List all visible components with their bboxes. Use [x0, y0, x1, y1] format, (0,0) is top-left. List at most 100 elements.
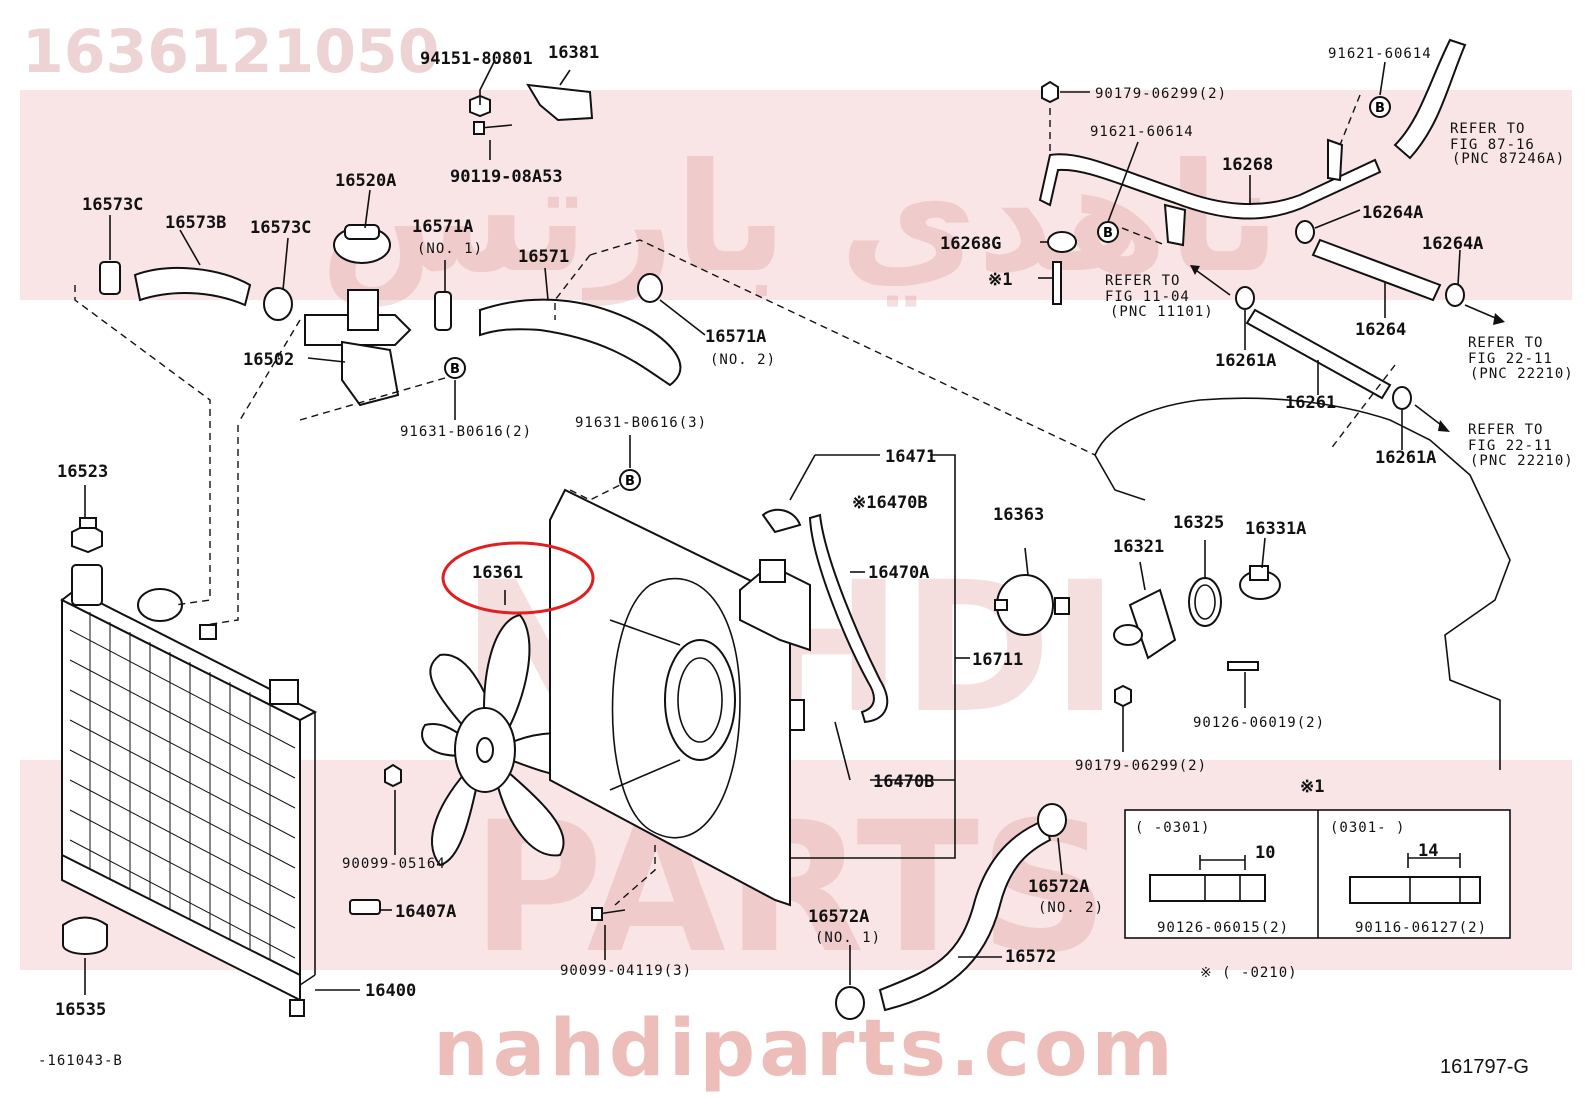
- inset-left-dim: 10: [1255, 843, 1275, 863]
- bolt-90099-04119: [591, 907, 626, 921]
- label-16268: 16268: [1222, 155, 1273, 175]
- label-16361: 16361: [472, 563, 523, 583]
- label-16502: 16502: [243, 350, 294, 370]
- label-16573C-a: 16573C: [82, 195, 143, 215]
- bracket-91621: [1163, 138, 1344, 247]
- refer-2-line3: (PNC 11101): [1110, 304, 1214, 320]
- engine-outline: [1094, 397, 1511, 770]
- inset-right-range: (0301- ): [1330, 820, 1405, 836]
- label-16381: 16381: [548, 43, 599, 63]
- bolt-90119: [473, 121, 513, 135]
- inset-left-range: ( -0301): [1135, 820, 1210, 836]
- label-16321: 16321: [1113, 537, 1164, 557]
- pipe-16268: [1038, 153, 1382, 220]
- label-16264A-b: 16264A: [1422, 234, 1483, 254]
- gasket-16325: [1188, 577, 1222, 627]
- refer-3-line1: REFER TO: [1468, 335, 1543, 351]
- hose-16264: [1311, 238, 1442, 302]
- refer-notes: REFER TO FIG 87-16 (PNC 87246A) REFER TO…: [1105, 121, 1574, 469]
- svg-text:B: B: [450, 362, 460, 377]
- stud-90116-06127: [1349, 853, 1481, 904]
- label-16470B-a: ※16470B: [852, 493, 928, 513]
- hose-16573B: [133, 267, 252, 307]
- label-16571A-2-no: (NO. 2): [710, 352, 776, 368]
- label-91621-60614-b: 91621-60614: [1090, 124, 1194, 140]
- label-94151-80801: 94151-80801: [420, 49, 533, 69]
- svg-text:B: B: [625, 474, 635, 489]
- label-16571A-1-no: (NO. 1): [417, 241, 483, 257]
- refer-4-line3: (PNC 22210): [1470, 453, 1574, 469]
- inlet-16321: [1113, 588, 1177, 660]
- label-16571A-2: 16571A: [705, 327, 766, 347]
- radiator-cap-16523: [71, 517, 103, 554]
- label-16261A-a: 16261A: [1215, 351, 1276, 371]
- label-90099-04119: 90099-04119(3): [560, 963, 692, 979]
- plug-16535: [62, 916, 108, 955]
- hose-16571: [479, 298, 682, 387]
- inset-footnote: ※ ( -0210): [1200, 965, 1298, 981]
- label-16268G: 16268G: [940, 234, 1001, 254]
- clamp-16261A-a: [1235, 286, 1255, 310]
- clamp-16264A-b: [1445, 283, 1465, 307]
- label-16572A-2: 16572A: [1028, 877, 1089, 897]
- drain-cock-16407A: [349, 899, 381, 915]
- refer-4-line2: FIG 22-11: [1468, 438, 1553, 454]
- nut-90179-b: [1114, 684, 1132, 708]
- stud-90126-06015: [1149, 855, 1266, 902]
- stud-90126-06019: [1227, 661, 1259, 671]
- callout-labels: 94151-80801 16381 90119-08A53 16573C 165…: [55, 43, 1483, 1020]
- nut-90099-05164: [384, 763, 402, 788]
- clamp-16571A-1: [434, 291, 452, 331]
- svg-text:B: B: [1103, 226, 1113, 241]
- hose-16572: [878, 818, 1052, 1012]
- label-16572A-1: 16572A: [808, 907, 869, 927]
- refer-1-line2: FIG 87-16: [1450, 137, 1535, 153]
- label-16470A: 16470A: [868, 563, 929, 583]
- nut-90179-a: [1041, 80, 1059, 104]
- cap-16520A: [333, 224, 391, 264]
- shroud-16711: [549, 488, 811, 907]
- b-markers: B B B B: [444, 96, 1391, 491]
- refer-4-line1: REFER TO: [1468, 422, 1543, 438]
- label-16470B-b: 16470B: [873, 772, 934, 792]
- label-16407A: 16407A: [395, 902, 456, 922]
- label-90126-06019: 90126-06019(2): [1193, 715, 1325, 731]
- label-16572A-1-no: (NO. 1): [815, 930, 881, 946]
- figure-code: 161797-G: [1440, 1056, 1529, 1078]
- label-16520A: 16520A: [335, 171, 396, 191]
- clamp-16264A-a: [1295, 220, 1315, 244]
- hose-ref-87-16: [1393, 38, 1467, 160]
- cap-16471: [761, 508, 802, 534]
- label-16264: 16264: [1355, 320, 1406, 340]
- clamp-16573C-a: [99, 261, 121, 295]
- inset-right-dim: 14: [1418, 841, 1438, 861]
- refer-3-line2: FIG 22-11: [1468, 351, 1553, 367]
- label-star1: ※1: [988, 270, 1012, 290]
- label-16573B: 16573B: [165, 213, 226, 233]
- refer-2-line1: REFER TO: [1105, 273, 1180, 289]
- label-16573C-b: 16573C: [250, 218, 311, 238]
- label-90179-06299-b: 90179-06299(2): [1075, 758, 1207, 774]
- label-16261A-b: 16261A: [1375, 448, 1436, 468]
- clamp-16261A-b: [1392, 386, 1412, 410]
- watermark-arabic: ناهدي بارتس: [320, 132, 1280, 307]
- inset-title: ※1: [1300, 777, 1324, 797]
- label-90099-05164: 90099-05164: [342, 856, 446, 872]
- refer-1-line3: (PNC 87246A): [1452, 151, 1565, 167]
- label-16572A-2-no: (NO. 2): [1038, 900, 1104, 916]
- hose-16261: [1245, 308, 1392, 400]
- label-16571: 16571: [518, 247, 569, 267]
- fitting-16268G: [1047, 231, 1077, 305]
- thermostat-16331A: [1239, 565, 1281, 600]
- label-16400: 16400: [365, 981, 416, 1001]
- bracket-16381: [526, 83, 594, 122]
- label-16363: 16363: [993, 505, 1044, 525]
- refer-2-line2: FIG 11-04: [1105, 289, 1190, 305]
- inlet-16502: [304, 289, 412, 407]
- footnote-ref: -161043-B: [38, 1053, 123, 1069]
- inset-right-part: 90116-06127(2): [1355, 920, 1487, 936]
- refer-3-line3: (PNC 22210): [1470, 366, 1574, 382]
- clamp-16573C-b: [263, 287, 293, 321]
- leader-lines: [74, 59, 1461, 995]
